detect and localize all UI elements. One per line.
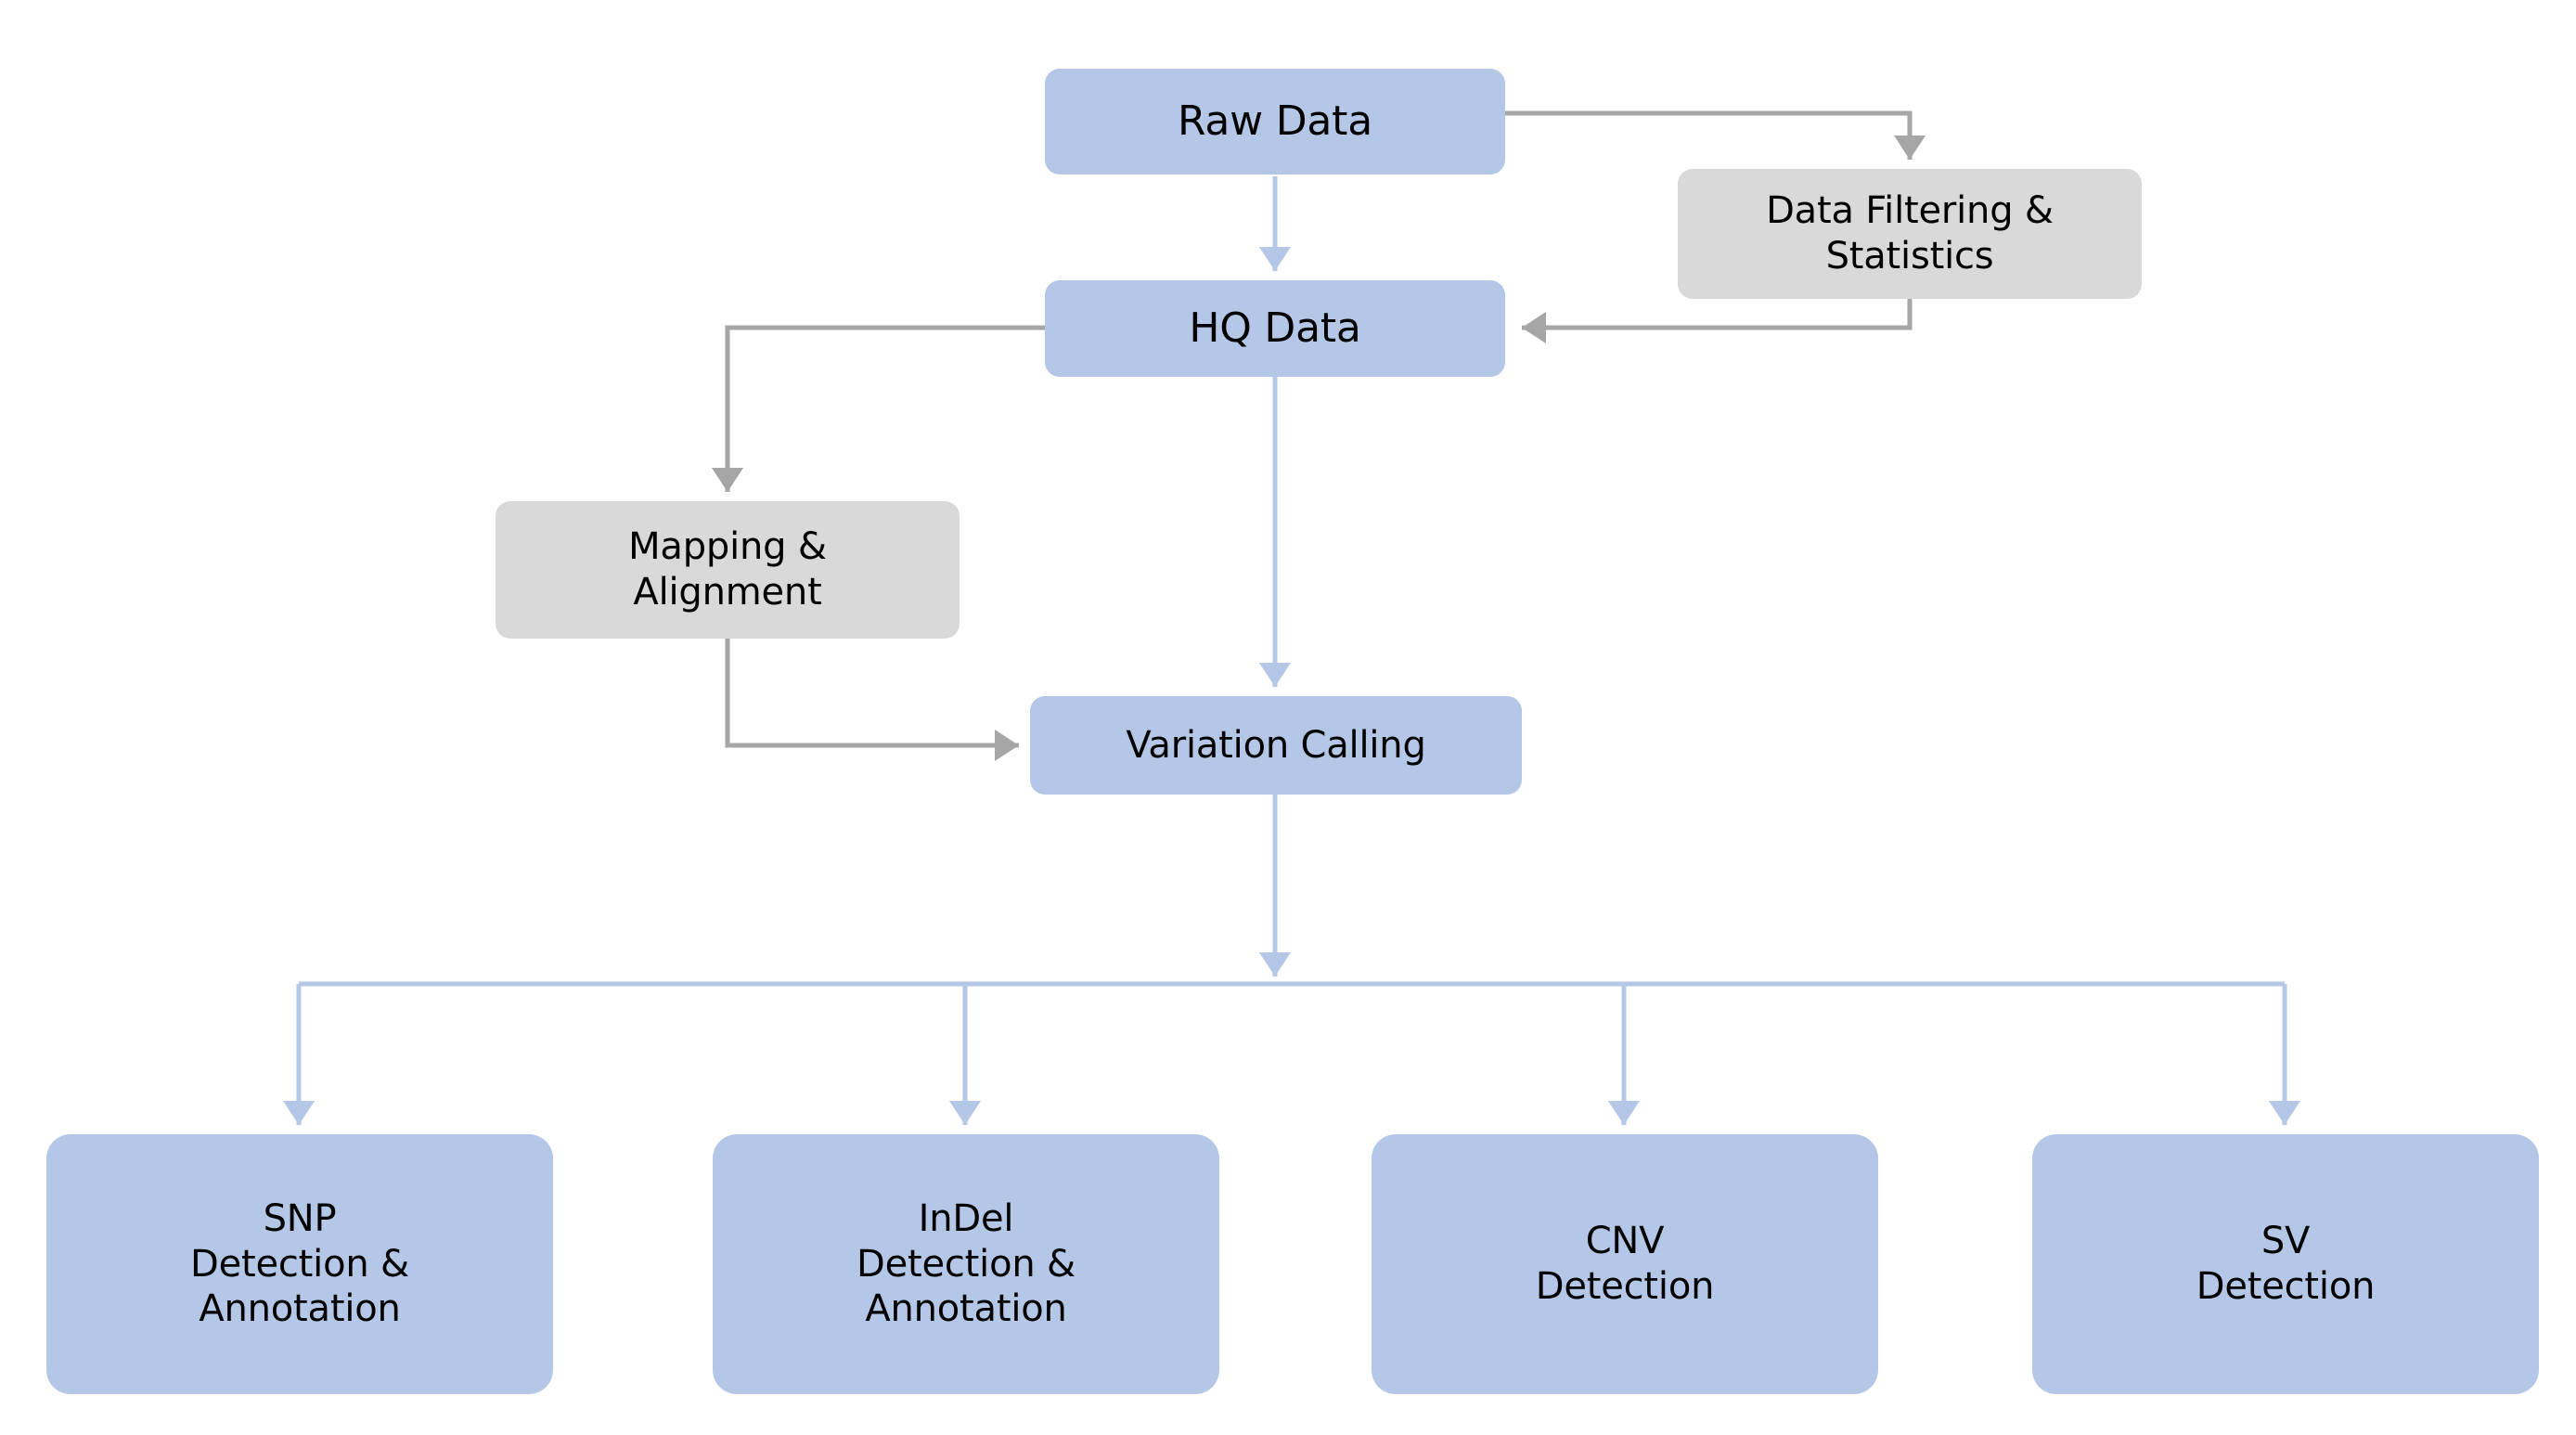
node-data-filtering-statistics[interactable]: Data Filtering & Statistics — [1678, 169, 2142, 299]
connector-edge-branch-to-snp — [283, 984, 315, 1125]
connector-edge-hq-to-variation — [1259, 377, 1291, 687]
node-label-cnv-detection: CNV Detection — [1535, 1220, 1715, 1308]
node-label-sv-detection: SV Detection — [2196, 1220, 2376, 1308]
connector-edge-raw-to-filtering — [1505, 110, 1926, 160]
node-label-variation-calling: Variation Calling — [1126, 723, 1426, 767]
node-sv-detection[interactable]: SV Detection — [2032, 1134, 2539, 1394]
node-label-data-filtering-statistics: Data Filtering & Statistics — [1766, 189, 2054, 278]
node-label-raw-data: Raw Data — [1178, 97, 1372, 146]
node-indel-detection-annotation[interactable]: InDel Detection & Annotation — [713, 1134, 1219, 1394]
connector-edge-branch-to-sv — [2269, 984, 2300, 1125]
connector-edge-filtering-to-hq — [1522, 299, 1913, 343]
node-mapping-alignment[interactable]: Mapping & Alignment — [496, 501, 960, 639]
node-raw-data[interactable]: Raw Data — [1045, 69, 1505, 175]
connector-edge-mapping-to-variation — [725, 639, 1019, 761]
connector-edge-branch-to-cnv — [1608, 984, 1640, 1125]
node-snp-detection-annotation[interactable]: SNP Detection & Annotation — [46, 1134, 553, 1394]
node-label-mapping-alignment: Mapping & Alignment — [628, 525, 827, 614]
node-label-hq-data: HQ Data — [1189, 304, 1361, 353]
node-label-snp-detection-annotation: SNP Detection & Annotation — [189, 1196, 410, 1331]
node-variation-calling[interactable]: Variation Calling — [1030, 696, 1522, 795]
connector-edge-raw-to-hq — [1259, 176, 1291, 271]
node-hq-data[interactable]: HQ Data — [1045, 280, 1505, 377]
node-label-indel-detection-annotation: InDel Detection & Annotation — [856, 1196, 1076, 1331]
connector-edge-branch-to-indel — [949, 984, 981, 1125]
connector-edge-variation-to-branch — [1259, 795, 1291, 976]
node-cnv-detection[interactable]: CNV Detection — [1372, 1134, 1878, 1394]
connector-edge-hq-to-mapping — [712, 325, 1045, 492]
